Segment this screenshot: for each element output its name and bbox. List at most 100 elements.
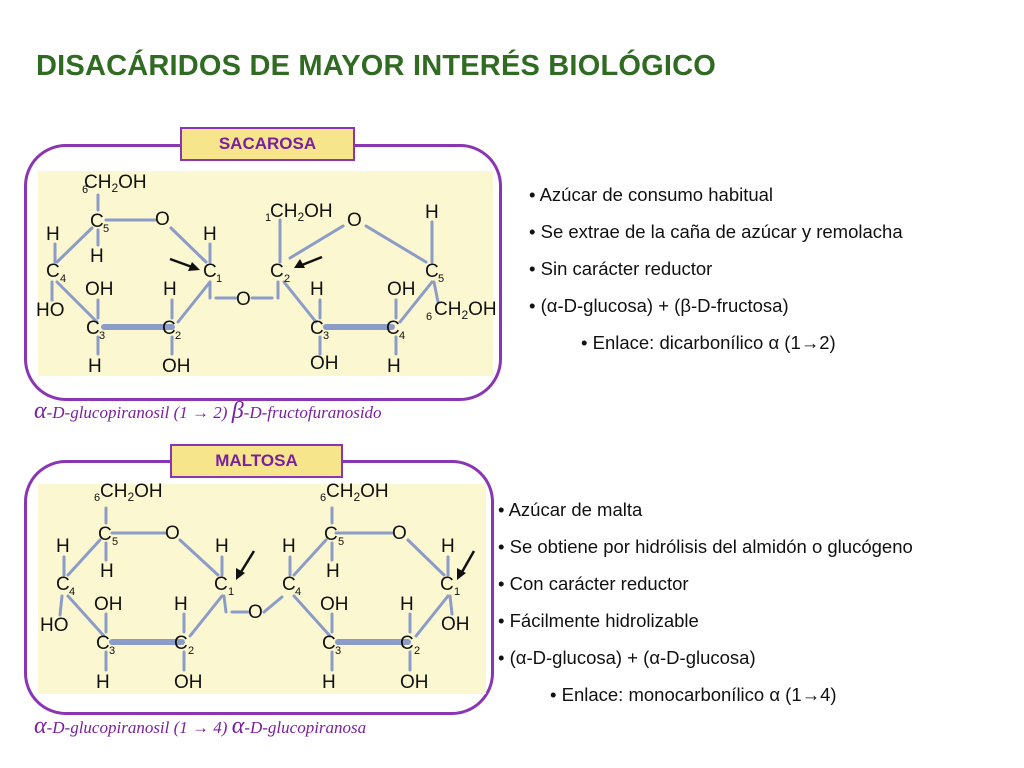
list-item: • Azúcar de malta [498, 499, 643, 520]
svg-text:C: C [282, 574, 296, 595]
svg-text:C: C [324, 524, 338, 545]
list-item: • Se extrae de la caña de azúcar y remol… [529, 221, 903, 242]
svg-text:3: 3 [99, 330, 105, 342]
svg-text:C: C [386, 318, 400, 339]
svg-text:OH: OH [174, 672, 203, 693]
svg-text:O: O [347, 210, 362, 231]
svg-text:HO: HO [36, 300, 65, 321]
svg-text:CH2OH: CH2OH [100, 481, 163, 504]
svg-text:1: 1 [265, 212, 271, 224]
svg-text:OH: OH [94, 594, 123, 615]
svg-text:6: 6 [426, 311, 432, 323]
svg-text:4: 4 [69, 586, 75, 598]
list-item: • Sin carácter reductor [529, 258, 713, 279]
svg-text:5: 5 [103, 223, 109, 235]
svg-text:H: H [174, 594, 188, 615]
svg-text:H: H [203, 224, 217, 245]
sacarosa-bonds [50, 193, 440, 356]
svg-text:C: C [96, 633, 110, 654]
svg-text:H: H [441, 536, 455, 557]
svg-text:C: C [322, 633, 336, 654]
svg-text:H: H [46, 224, 60, 245]
list-item: • Con carácter reductor [498, 573, 689, 594]
sacarosa-label: SACAROSA [180, 127, 355, 161]
svg-text:C: C [98, 524, 112, 545]
svg-text:3: 3 [323, 330, 329, 342]
svg-text:C: C [270, 261, 284, 282]
svg-text:O: O [236, 289, 251, 310]
svg-text:6: 6 [82, 184, 88, 196]
maltosa-caption: α-D-glucopiranosil (1 → 4) α-D-glucopira… [34, 713, 367, 739]
svg-text:CH2OH: CH2OH [434, 299, 497, 322]
svg-text:HO: HO [40, 615, 69, 636]
svg-text:OH: OH [310, 353, 339, 374]
maltosa-properties: • Azúcar de malta • Se obtiene por hidró… [498, 491, 913, 713]
svg-text:C: C [203, 261, 217, 282]
maltosa-arrows [236, 550, 476, 580]
svg-text:C: C [86, 318, 100, 339]
list-item: • Se obtiene por hidrólisis del almidón … [498, 536, 913, 557]
list-item: • (α-D-glucosa) + (α-D-glucosa) [498, 647, 756, 668]
sacarosa-properties: • Azúcar de consumo habitual • Se extrae… [529, 176, 903, 361]
svg-text:C: C [214, 574, 228, 595]
sacarosa-caption: α-D-glucopiranosil (1 → 2) β-D-fructofur… [34, 398, 382, 424]
svg-text:1: 1 [216, 273, 222, 285]
svg-text:2: 2 [284, 273, 290, 285]
list-item: • (α-D-glucosa) + (β-D-fructosa) [529, 295, 789, 316]
svg-text:4: 4 [60, 273, 66, 285]
svg-text:C: C [56, 574, 70, 595]
svg-text:C: C [174, 633, 188, 654]
list-item: • Fácilmente hidrolizable [498, 610, 699, 631]
svg-text:H: H [310, 279, 324, 300]
svg-text:H: H [163, 279, 177, 300]
svg-text:OH: OH [162, 356, 191, 377]
svg-text:4: 4 [399, 330, 405, 342]
sacarosa-structure-bg [38, 171, 493, 376]
svg-text:3: 3 [109, 645, 115, 657]
svg-text:O: O [248, 602, 263, 623]
svg-text:5: 5 [438, 273, 444, 285]
svg-text:CH2OH: CH2OH [270, 201, 333, 224]
maltosa-label: MALTOSA [170, 444, 343, 478]
svg-text:C: C [310, 318, 324, 339]
svg-text:C: C [90, 211, 104, 232]
sacarosa-arrows [169, 255, 323, 271]
svg-text:H: H [96, 672, 110, 693]
svg-text:6: 6 [94, 492, 100, 504]
svg-text:OH: OH [400, 672, 429, 693]
svg-text:2: 2 [414, 645, 420, 657]
svg-text:6: 6 [320, 492, 326, 504]
svg-text:H: H [56, 536, 70, 557]
svg-text:H: H [90, 246, 104, 267]
svg-text:H: H [387, 356, 401, 377]
svg-text:C: C [46, 261, 60, 282]
svg-text:C: C [425, 261, 439, 282]
svg-text:2: 2 [175, 330, 181, 342]
svg-text:H: H [326, 561, 340, 582]
list-item-link: • Enlace: monocarbonílico α (1→4) [550, 684, 837, 705]
svg-text:5: 5 [338, 536, 344, 548]
list-item: • Azúcar de consumo habitual [529, 184, 774, 205]
svg-text:4: 4 [295, 586, 301, 598]
svg-text:H: H [100, 561, 114, 582]
svg-text:H: H [322, 672, 336, 693]
svg-text:O: O [392, 523, 407, 544]
svg-text:OH: OH [387, 279, 416, 300]
svg-text:CH2OH: CH2OH [84, 172, 147, 195]
svg-text:CH2OH: CH2OH [326, 481, 389, 504]
maltosa-bonds [58, 506, 454, 672]
svg-text:5: 5 [112, 536, 118, 548]
svg-text:1: 1 [454, 586, 460, 598]
list-item-link: • Enlace: dicarbonílico α (1→2) [581, 332, 836, 353]
svg-text:C: C [162, 318, 176, 339]
svg-text:OH: OH [320, 594, 349, 615]
svg-text:O: O [155, 209, 170, 230]
svg-text:3: 3 [335, 645, 341, 657]
page-title: DISACÁRIDOS DE MAYOR INTERÉS BIOLÓGICO [36, 50, 717, 82]
svg-text:2: 2 [188, 645, 194, 657]
svg-text:OH: OH [441, 614, 470, 635]
